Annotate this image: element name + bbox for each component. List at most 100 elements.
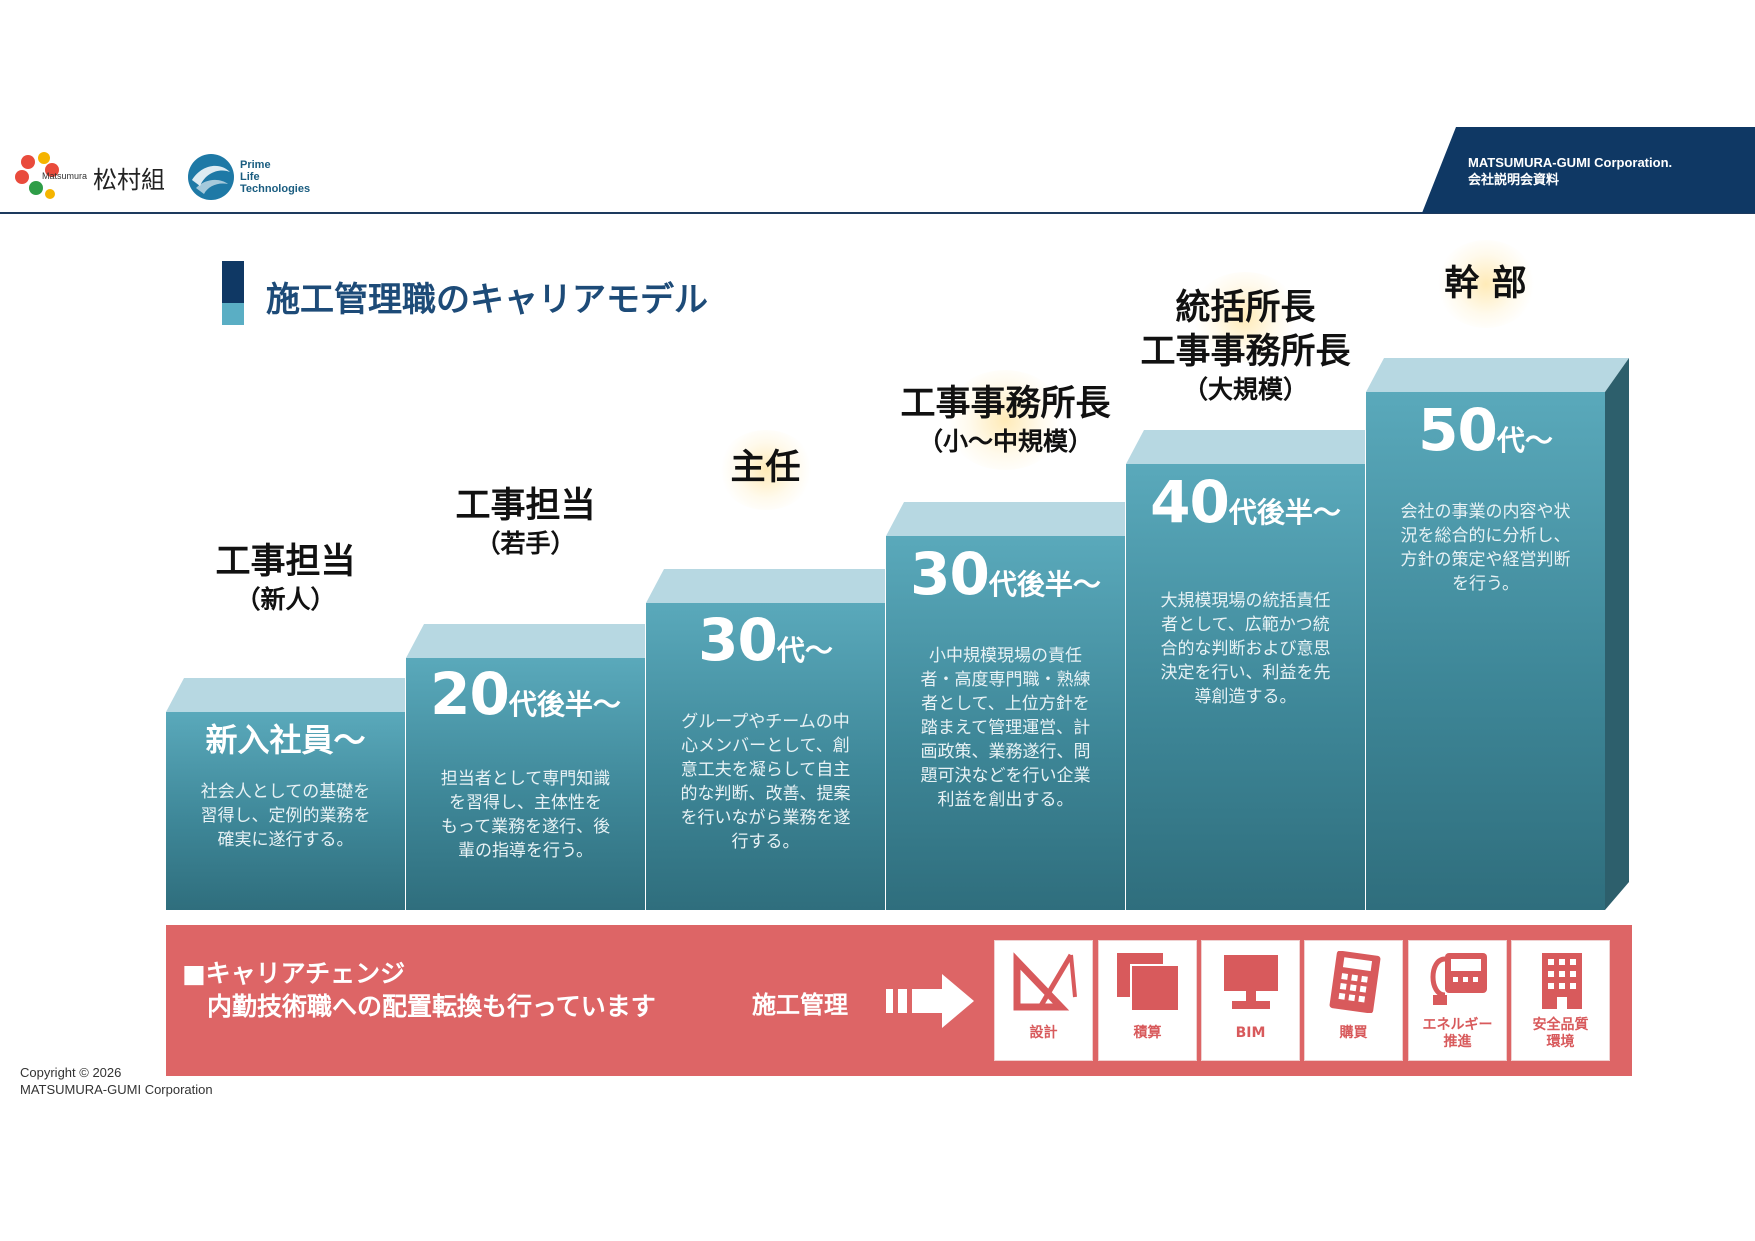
step-2-age: 20代後半〜 [406, 660, 645, 728]
step-5-role-title: 統括所長 [1175, 288, 1316, 328]
banner-doc-type: 会社説明会資料 [1468, 172, 1560, 187]
partner-logo-text: Prime Life Technologies [240, 159, 310, 195]
step-2-block [406, 658, 645, 910]
desc-line: 画政策、業務遂行、問 [920, 742, 1091, 762]
tile-design: 設計 [994, 940, 1093, 1061]
desc-line: 確実に遂行する。 [217, 830, 354, 850]
step-3-role-title: 主任 [730, 448, 801, 488]
step-5-description: 大規模現場の統括責任 者として、広範かつ統 合的な判断および意思 決定を行い、利… [1126, 589, 1365, 709]
building-icon [1542, 953, 1582, 1009]
career-change-title: ■キャリアチェンジ 内勤技術職への配置転換も行っています [182, 957, 656, 1023]
role-glow [945, 370, 1065, 470]
desc-line: 的な判断、改善、提案 [680, 784, 851, 804]
header-divider [0, 212, 1755, 214]
from-role-label: 施工管理 [752, 991, 848, 1019]
step-4-block [886, 536, 1125, 910]
tile-label: 安全品質 環境 [1512, 1017, 1609, 1051]
desc-line: 利益を創出する。 [937, 790, 1074, 810]
tile-energy: エネルギー 推進 [1408, 940, 1507, 1061]
step-2-age-suffix: 代後半〜 [508, 688, 621, 721]
career-change-subheading: 内勤技術職への配置転換も行っています [182, 992, 656, 1021]
step-3-description: グループやチームの中 心メンバーとして、創 意工夫を凝らして自主 的な判断、改善… [646, 710, 885, 854]
desc-line: を行いながら業務を遂 [680, 808, 851, 828]
step-5-role-title-2: 工事事務所長 [1140, 332, 1351, 372]
step-4-age-number: 30 [910, 540, 990, 608]
desc-line: もって業務を遂行、後 [440, 817, 611, 837]
monitor-icon [1224, 955, 1278, 1009]
copyright-line: Copyright © 2026 [20, 1065, 122, 1080]
tile-estimation: 積算 [1098, 940, 1197, 1061]
desc-line: を行う。 [1452, 574, 1519, 594]
step-2-age-number: 20 [430, 660, 510, 728]
logo-brand-small: Matsumura [42, 171, 88, 181]
documents-icon [1117, 953, 1180, 1012]
role-glow [1436, 240, 1536, 328]
step-5-role: 統括所長 工事事務所長 （大規模） [1106, 286, 1385, 406]
step-5-age-suffix: 代後半〜 [1228, 496, 1341, 529]
prime-life-technologies-logo-icon [188, 154, 234, 200]
step-1-role-sub: （新人） [235, 585, 336, 614]
step-4-role: 工事事務所長 （小〜中規模） [866, 382, 1145, 458]
step-2-role-title: 工事担当 [455, 486, 596, 526]
step-6-age-number: 50 [1418, 396, 1498, 464]
title-accent-bar-light [222, 303, 244, 325]
step-6-description: 会社の事業の内容や状 況を総合的に分析し、 方針の策定や経営判断 を行う。 [1366, 500, 1605, 596]
step-4-age: 30代後半〜 [886, 540, 1125, 608]
partner-logo-line: Life [240, 171, 260, 183]
desc-line: を習得し、主体性を [449, 793, 602, 813]
desc-line: 況を総合的に分析し、 [1400, 526, 1571, 546]
step-1-age: 新入社員〜 [166, 715, 405, 761]
desc-line: 大規模現場の統括責任 [1160, 591, 1331, 611]
tile-label: BIM [1235, 1025, 1266, 1041]
matsumura-flower-logo-icon [15, 152, 59, 199]
tile-label: 購買 [1339, 1025, 1368, 1041]
copyright: Copyright © 2026 MATSUMURA-GUMI Corporat… [20, 1064, 213, 1098]
role-glow [718, 430, 814, 510]
step-4-description: 小中規模現場の責任 者・高度専門職・熟練 者として、上位方針を 踏まえて管理運営… [886, 644, 1125, 812]
step-6-top [1366, 358, 1629, 392]
step-5-age: 40代後半〜 [1126, 468, 1365, 536]
tile-label-line: 安全品質 [1532, 1017, 1589, 1033]
step-6-block [1366, 392, 1605, 910]
step-3-role: 主任 [646, 446, 885, 490]
drafting-tools-icon [1013, 952, 1077, 1011]
step-4-age-suffix: 代後半〜 [988, 568, 1101, 601]
desc-line: 導創造する。 [1194, 687, 1297, 707]
desc-line: グループやチームの中 [681, 712, 850, 732]
step-1-age-label: 新入社員〜 [205, 721, 366, 759]
step-6-side [1605, 358, 1629, 910]
desc-line: 意工夫を凝らして自主 [680, 760, 851, 780]
tile-label: 設計 [1029, 1025, 1058, 1041]
corporate-banner [1422, 127, 1755, 213]
step-3-block [646, 603, 885, 910]
tile-label: 積算 [1133, 1025, 1162, 1041]
desc-line: 輩の指導を行う。 [458, 841, 593, 861]
step-1-top [166, 678, 405, 712]
step-3-age-suffix: 代〜 [776, 634, 833, 667]
step-3-age-number: 30 [698, 606, 778, 674]
step-1-role-title: 工事担当 [215, 542, 356, 582]
career-change-heading: ■キャリアチェンジ [182, 959, 406, 988]
title-accent-bar [222, 261, 244, 303]
tile-purchasing: 購買 [1304, 940, 1403, 1061]
step-6-age-suffix: 代〜 [1496, 424, 1553, 457]
step-4-role-sub: （小〜中規模） [917, 427, 1093, 456]
desc-line: 題可決などを行い企業 [920, 766, 1091, 786]
desc-line: 合的な判断および意思 [1160, 639, 1331, 659]
step-5-block [1126, 464, 1365, 910]
step-4-top [886, 502, 1125, 536]
step-6-age: 50代〜 [1366, 396, 1605, 464]
desc-line: 社会人としての基礎を [200, 782, 371, 802]
tile-label: エネルギー 推進 [1409, 1017, 1506, 1051]
partner-logo-line: Prime [240, 159, 271, 171]
step-1-role: 工事担当 （新人） [166, 540, 405, 616]
step-2-top [406, 624, 645, 658]
step-1-block [166, 712, 405, 910]
desc-line: 担当者として専門知識 [440, 769, 611, 789]
tile-safety-quality: 安全品質 環境 [1511, 940, 1610, 1061]
step-4-role-title: 工事事務所長 [900, 384, 1111, 424]
step-6-role: 幹 部 [1366, 262, 1605, 306]
step-3-age: 30代〜 [646, 606, 885, 674]
tile-bim: BIM [1201, 940, 1300, 1061]
step-1-description: 社会人としての基礎を 習得し、定例的業務を 確実に遂行する。 [166, 780, 405, 852]
